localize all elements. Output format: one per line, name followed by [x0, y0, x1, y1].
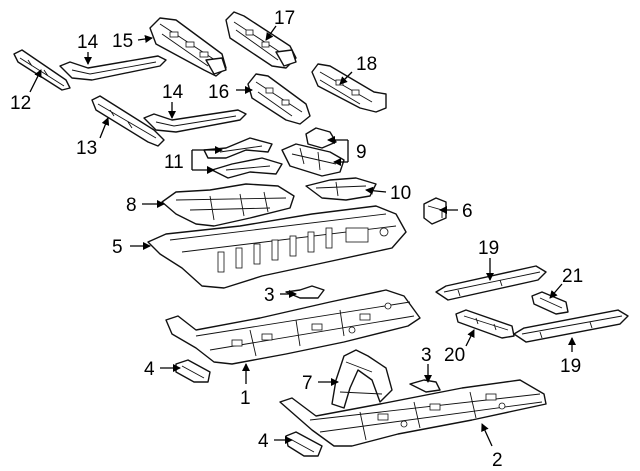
callout-9: 9	[356, 142, 367, 163]
part-1-center-floor-pan	[165, 289, 421, 365]
callout-12: 12	[10, 93, 31, 114]
part-20-bracket	[455, 309, 515, 339]
part-2-front-floor-pan	[279, 379, 547, 447]
part-19-rail-upper	[435, 265, 547, 301]
callout-4-upper: 4	[144, 359, 155, 380]
callout-14-lower: 14	[162, 82, 184, 103]
callout-17: 17	[274, 8, 295, 29]
callout-19-upper: 19	[478, 238, 499, 259]
part-9-bracket	[281, 127, 345, 177]
part-4-bracket-upper	[175, 359, 211, 383]
callout-14-upper: 14	[77, 32, 99, 53]
callout-5: 5	[112, 237, 123, 258]
part-10-bracket	[305, 177, 377, 201]
callout-3-upper: 3	[264, 285, 275, 306]
part-3-plate-upper	[285, 285, 325, 299]
callout-6: 6	[462, 201, 473, 222]
callout-3-lower: 3	[421, 345, 432, 366]
callout-20: 20	[444, 345, 465, 366]
part-3-plate-lower	[409, 379, 441, 393]
part-7-tunnel-brace	[331, 349, 393, 409]
part-16-crossmember	[247, 73, 311, 125]
part-21-bracket	[531, 291, 569, 315]
part-8-crossmember	[161, 183, 295, 227]
part-14-rail-lower	[143, 109, 247, 133]
callout-10: 10	[390, 183, 411, 204]
callout-13: 13	[76, 138, 97, 159]
part-5-rear-floor-pan	[147, 205, 407, 289]
part-13-rail	[91, 95, 165, 147]
callout-labels: 12 14 15 17 16 18 14 13 11 9 8 10 6 5 3 …	[10, 8, 583, 471]
part-15-crossmember	[149, 17, 227, 77]
callout-8: 8	[126, 195, 137, 216]
part-12-rail	[13, 49, 71, 91]
callout-2: 2	[492, 450, 503, 471]
leader-lines	[29, 25, 576, 447]
callout-19-lower: 19	[560, 356, 581, 377]
callout-7: 7	[302, 373, 313, 394]
part-6-bracket	[423, 197, 447, 225]
callout-15: 15	[112, 31, 133, 52]
part-11-brackets	[203, 137, 283, 179]
part-14-rail-upper	[59, 55, 167, 81]
callout-11: 11	[164, 152, 184, 173]
part-19-rail-lower	[513, 309, 629, 343]
callout-1: 1	[240, 388, 251, 409]
callout-4-lower: 4	[258, 431, 269, 452]
part-4-bracket-lower	[285, 431, 323, 457]
callout-21: 21	[562, 266, 583, 287]
callout-18: 18	[356, 54, 377, 75]
part-17-crossmember	[225, 11, 297, 69]
callout-16: 16	[208, 82, 229, 103]
